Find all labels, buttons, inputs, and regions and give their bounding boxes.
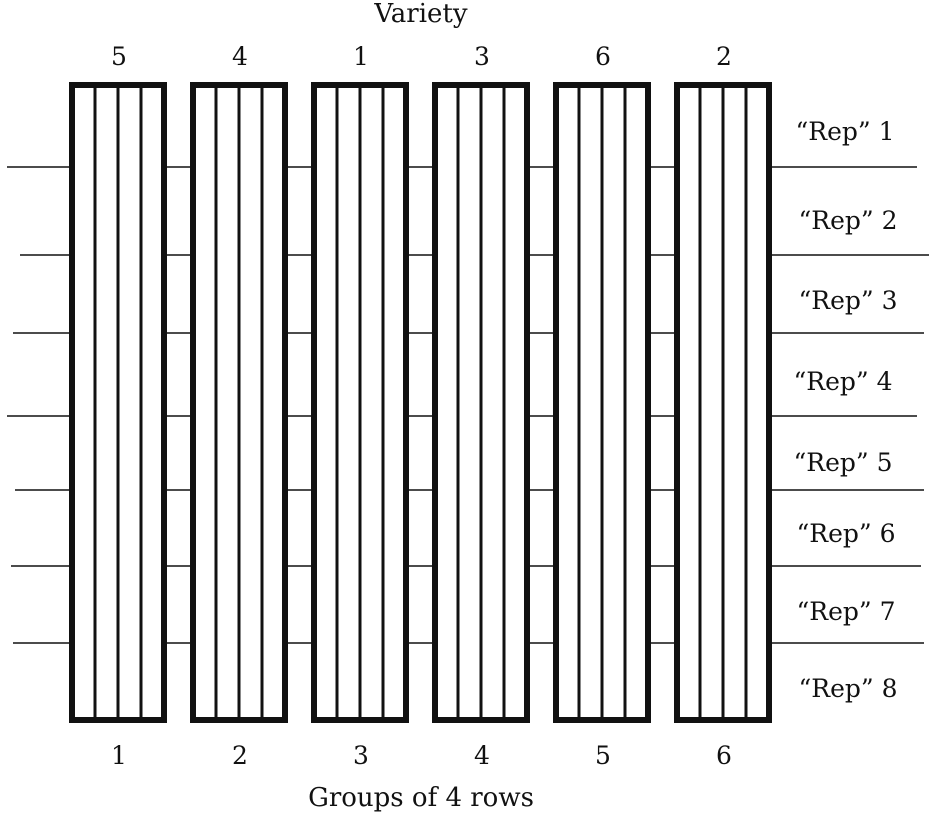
group-plot-outline: [311, 82, 409, 723]
group-plot-1: [69, 82, 167, 723]
variety-label: 2: [716, 42, 732, 71]
group-label: 1: [111, 741, 127, 770]
rep-label-3: “Rep” 3: [798, 286, 897, 315]
group-plot-outline: [69, 82, 167, 723]
group-plot-6: [674, 82, 772, 723]
rep-labels: “Rep” 1 “Rep” 2 “Rep” 3 “Rep” 4 “Rep” 5 “Rep”…: [793, 117, 897, 703]
variety-label: 1: [353, 42, 369, 71]
variety-label: 4: [232, 42, 248, 71]
rep-label-2: “Rep” 2: [798, 206, 897, 235]
group-labels: 1 2 3 4 5 6: [111, 741, 732, 770]
group-plots: [69, 82, 772, 723]
variety-label: 5: [111, 42, 127, 71]
group-plot-outline: [190, 82, 288, 723]
variety-label: 6: [595, 42, 611, 71]
rep-label-1: “Rep” 1: [795, 117, 894, 146]
rep-label-4: “Rep” 4: [793, 367, 892, 396]
variety-labels: 5 4 1 3 6 2: [111, 42, 732, 71]
rep-label-8: “Rep” 8: [798, 674, 897, 703]
group-plot-2: [190, 82, 288, 723]
group-plot-outline: [432, 82, 530, 723]
rep-label-5: “Rep” 5: [793, 448, 892, 477]
group-plot-4: [432, 82, 530, 723]
group-label: 4: [474, 741, 490, 770]
group-plot-outline: [553, 82, 651, 723]
rep-label-7: “Rep” 7: [796, 597, 895, 626]
group-label: 3: [353, 741, 369, 770]
group-label: 5: [595, 741, 611, 770]
variety-label: 3: [474, 42, 490, 71]
group-plot-outline: [674, 82, 772, 723]
group-plot-3: [311, 82, 409, 723]
variety-title: Variety: [373, 0, 467, 29]
groups-footer-label: Groups of 4 rows: [308, 783, 534, 813]
group-plot-5: [553, 82, 651, 723]
group-label: 6: [716, 741, 732, 770]
rep-label-6: “Rep” 6: [796, 519, 895, 548]
group-label: 2: [232, 741, 248, 770]
